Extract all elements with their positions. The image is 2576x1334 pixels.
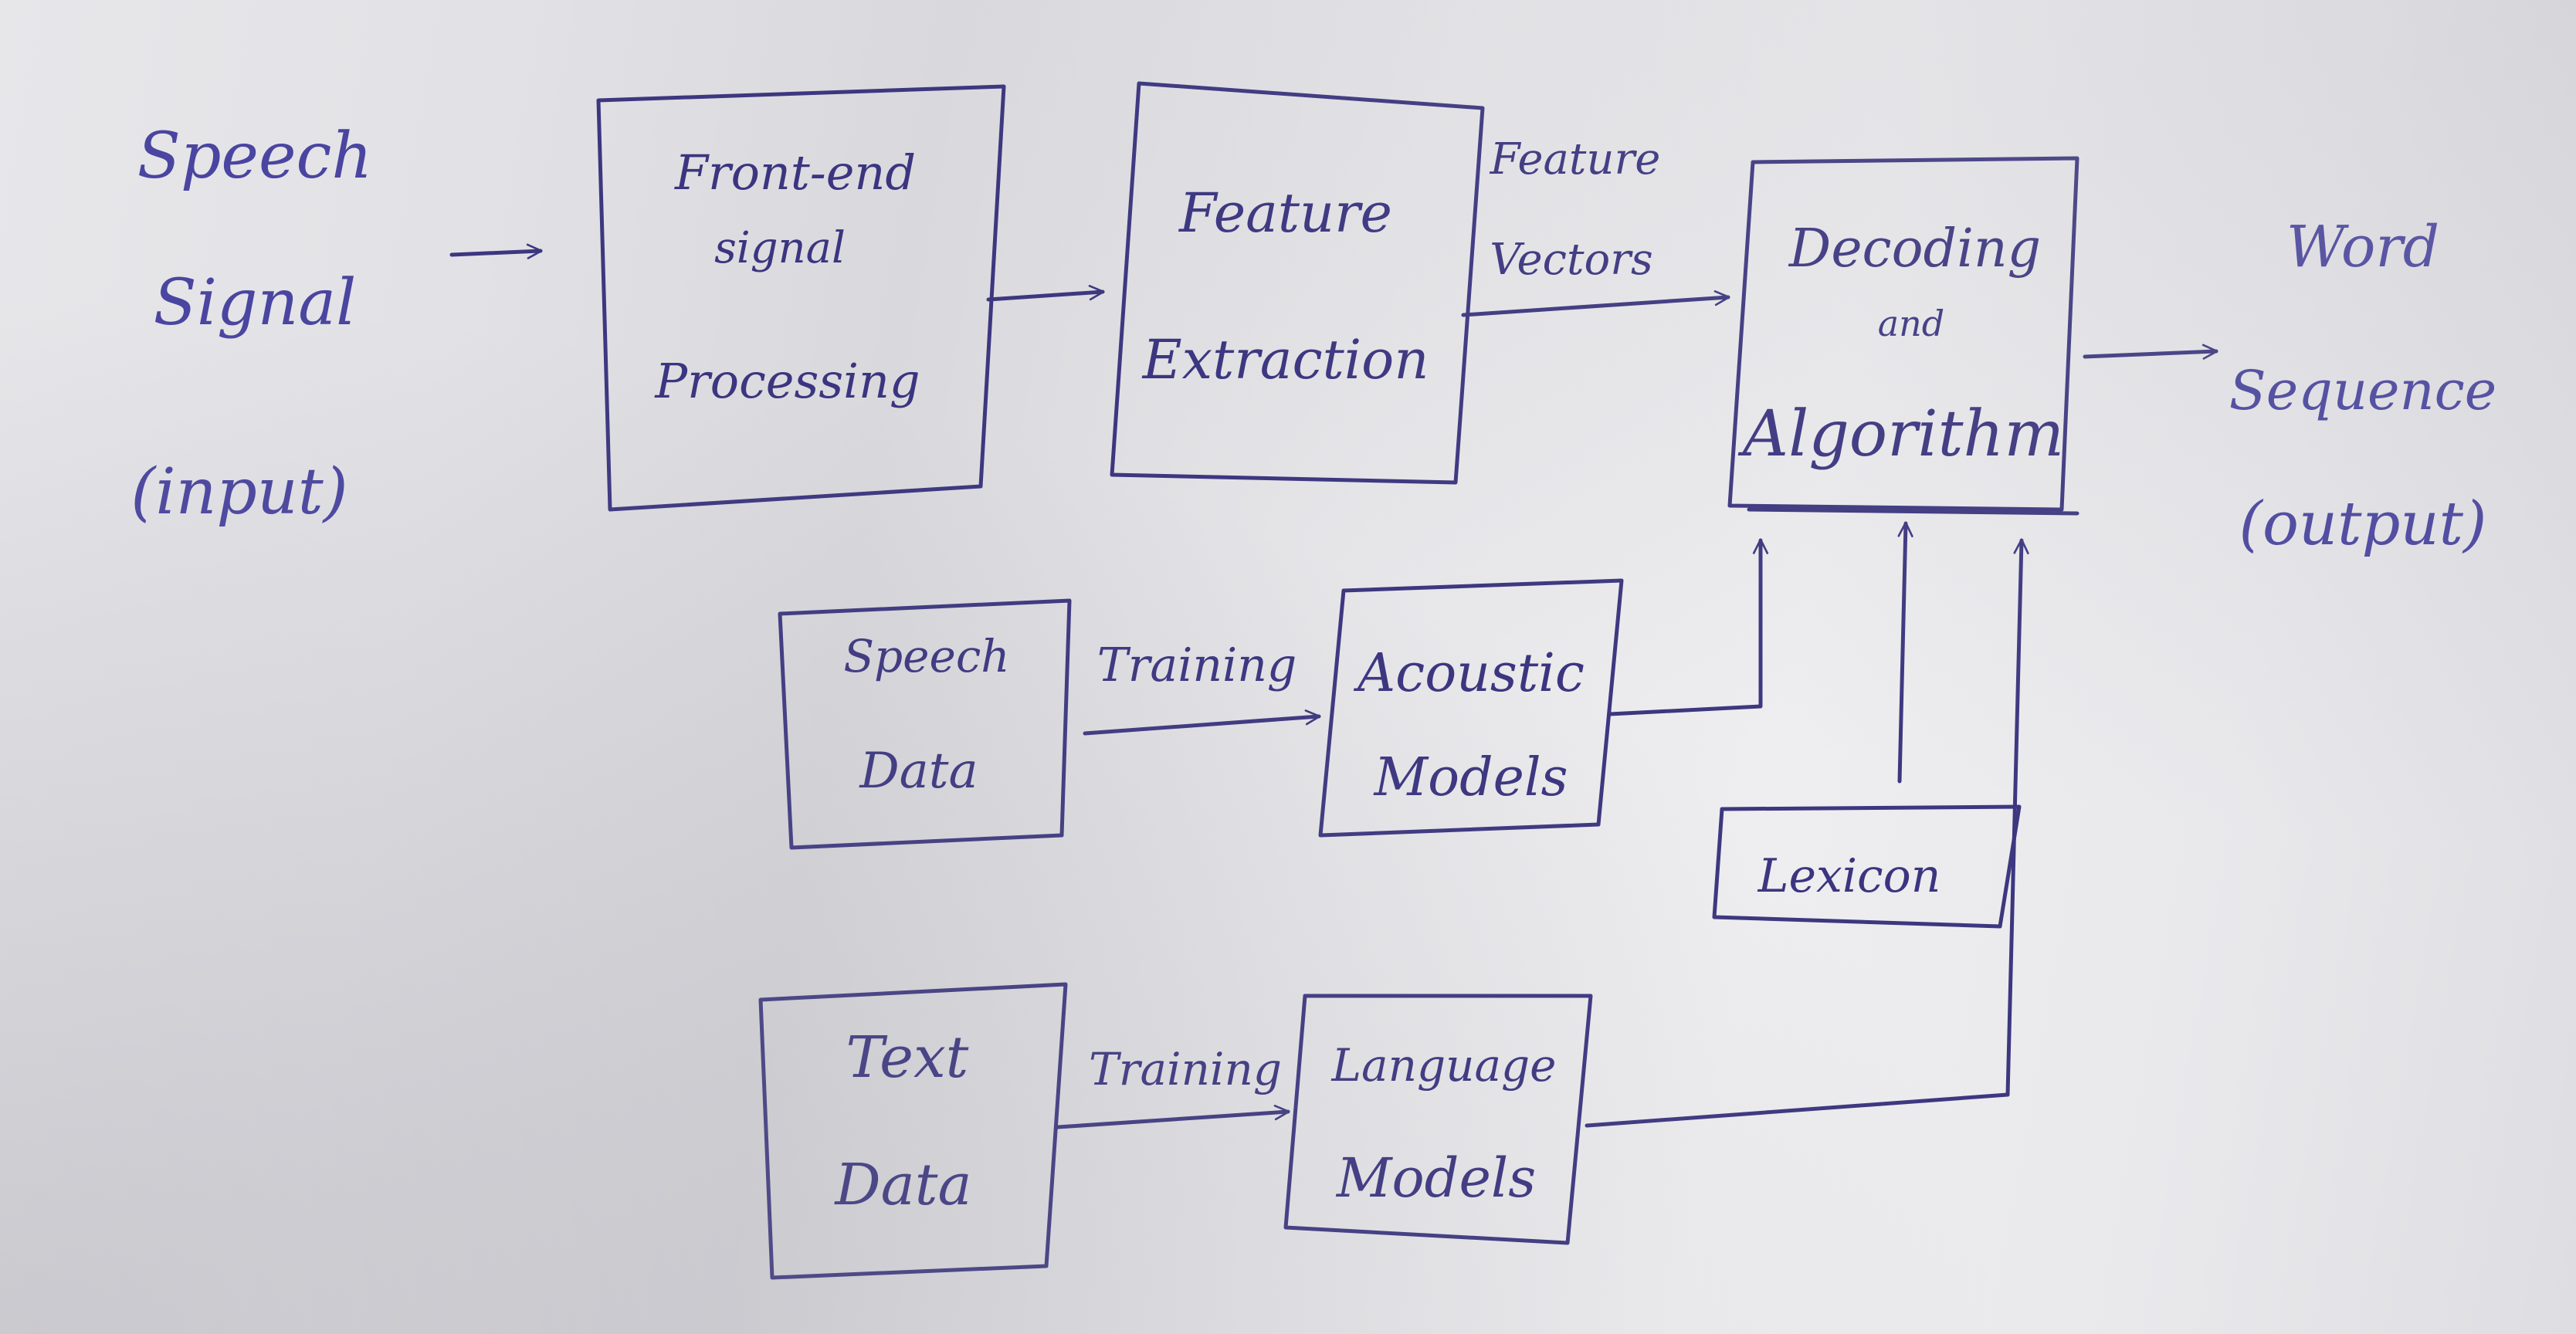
- language-to-decoding-arrow: [1585, 538, 2029, 1128]
- input-label-line-2: Signal: [154, 266, 357, 340]
- speech-data-label-line-2: Data: [859, 743, 978, 800]
- output-arrow: [2083, 344, 2218, 360]
- output-label: Word Sequence (output): [2229, 214, 2496, 559]
- input-label: Speech Signal (input): [130, 120, 372, 529]
- training-language-label: Training: [1089, 1043, 1282, 1095]
- acoustic-to-decoding-arrow: [1608, 538, 1769, 716]
- lexicon-to-decoding-arrow: [1897, 521, 1913, 784]
- training-acoustic-edge: Training: [1083, 638, 1321, 736]
- acoustic-models-box: Acoustic Models: [1318, 578, 1624, 838]
- feature-extraction-box: Feature Extraction: [1110, 81, 1485, 485]
- language-models-box: Language Models: [1283, 994, 1593, 1245]
- front-end-to-feature-arrow: [986, 285, 1105, 302]
- training-language-edge: Training: [1056, 1043, 1290, 1129]
- front-end-box: Front-end signal Processing: [596, 84, 1006, 512]
- text-data-label-line-2: Data: [833, 1152, 971, 1218]
- decoding-label-line-2: and: [1878, 303, 1945, 344]
- speech-data-label-line-1: Speech: [843, 630, 1009, 682]
- text-data-box: Text Data: [758, 982, 1068, 1280]
- lexicon-label: Lexicon: [1757, 849, 1941, 903]
- input-label-line-1: Speech: [137, 120, 372, 193]
- output-label-line-1: Word: [2286, 214, 2439, 280]
- input-label-line-3: (input): [130, 455, 347, 529]
- feature-vectors-edge: Feature Vectors: [1461, 134, 1730, 317]
- speech-data-box: Speech Data: [778, 598, 1072, 850]
- output-label-line-3: (output): [2239, 489, 2487, 559]
- training-acoustic-arrow: [1083, 709, 1321, 736]
- decoding-label-line-3: Algorithm: [1737, 398, 2064, 471]
- decoding-label-line-1: Decoding: [1788, 218, 2041, 279]
- training-language-arrow: [1056, 1105, 1290, 1129]
- language-models-label-line-2: Models: [1335, 1146, 1536, 1210]
- acoustic-models-label-line-1: Acoustic: [1353, 643, 1585, 704]
- language-models-label-line-1: Language: [1331, 1039, 1557, 1092]
- acoustic-models-label-line-2: Models: [1373, 747, 1568, 808]
- text-data-label-line-1: Text: [846, 1024, 969, 1091]
- feature-vectors-arrow: [1461, 290, 1730, 317]
- front-end-label-line-3: Processing: [654, 353, 920, 409]
- lexicon-box: Lexicon: [1712, 804, 2022, 929]
- decoding-box: Decoding and Algorithm: [1727, 156, 2079, 516]
- feature-vectors-label-line-2: Vectors: [1490, 235, 1653, 285]
- feature-vectors-label-line-1: Feature: [1490, 134, 1661, 185]
- output-label-line-2: Sequence: [2229, 359, 2496, 422]
- input-arrow: [449, 243, 543, 259]
- feature-extraction-label-line-1: Feature: [1178, 181, 1392, 245]
- training-acoustic-label: Training: [1097, 638, 1297, 692]
- front-end-label-line-2: signal: [714, 223, 846, 273]
- front-end-label-line-1: Front-end: [674, 144, 916, 201]
- feature-extraction-label-line-2: Extraction: [1141, 328, 1429, 391]
